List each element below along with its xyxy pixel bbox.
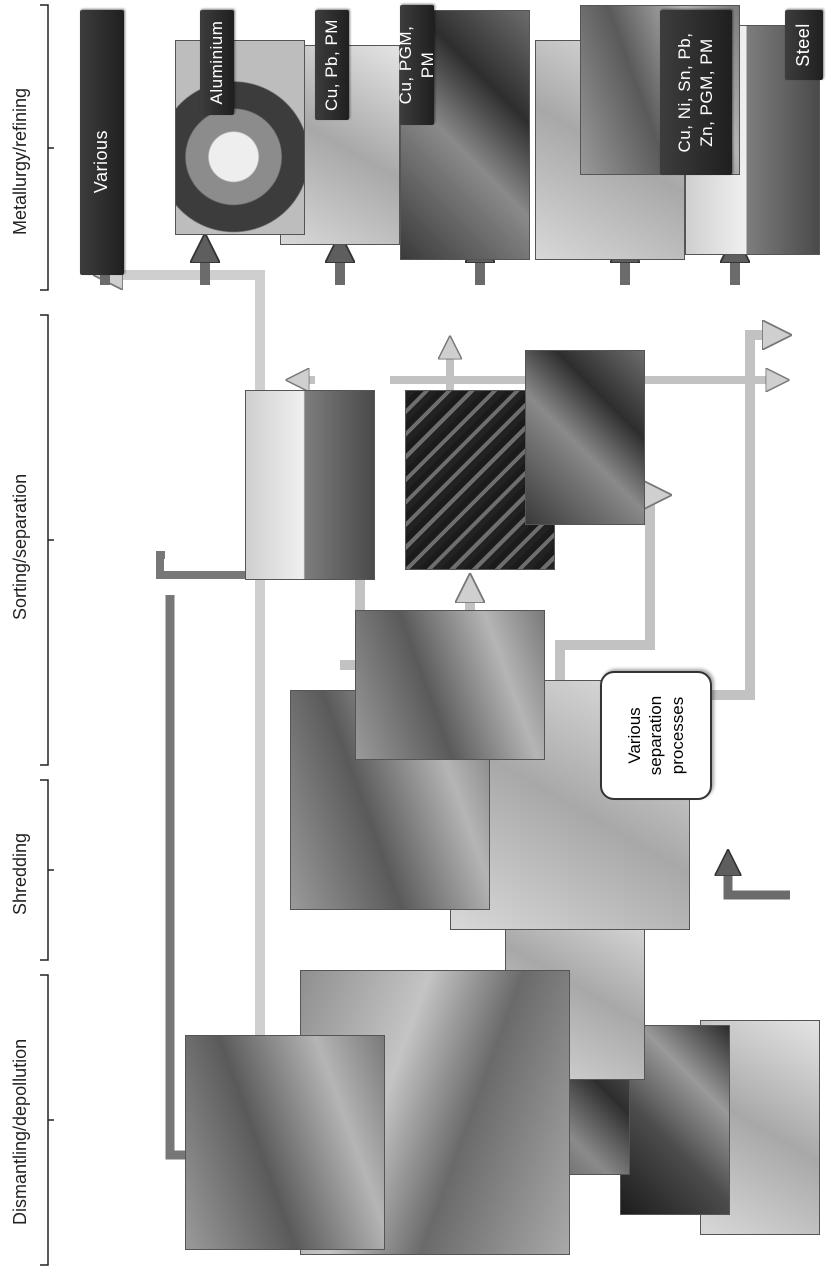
stage-label-shredding: Shredding <box>10 833 31 915</box>
stage-label-dismantling: Dismantling/depollution <box>10 1039 31 1225</box>
stage-label-sorting: Sorting/separation <box>10 474 31 620</box>
bracket-sorting <box>40 315 54 765</box>
bracket-dismantling <box>40 975 54 1265</box>
bracket-shredding <box>40 780 54 960</box>
stage-label-metallurgy: Metallurgy/refining <box>10 88 31 235</box>
bracket-metallurgy <box>40 5 54 290</box>
